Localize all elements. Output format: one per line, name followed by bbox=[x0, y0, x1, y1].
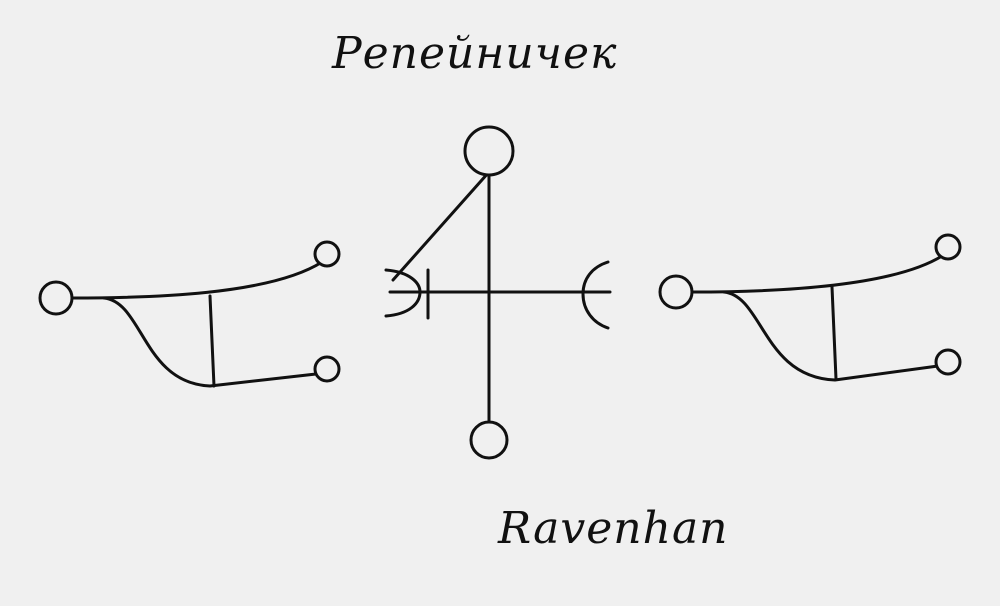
right-rune-crossbar bbox=[830, 285, 838, 381]
right-rune-upper-curve bbox=[690, 254, 944, 294]
left-rune-lower-circle bbox=[313, 355, 341, 383]
right-rune-upper-circle bbox=[934, 233, 962, 261]
right-rune-origin-circle bbox=[658, 274, 694, 310]
central-diagonal-line bbox=[391, 170, 491, 282]
right-crescent-mark bbox=[581, 260, 610, 330]
bottom-caption: Ravenhan bbox=[498, 503, 729, 554]
right-rune-lower-circle bbox=[934, 348, 962, 376]
left-rune-upper-curve bbox=[70, 260, 324, 300]
left-rune-lower-curve bbox=[102, 296, 318, 388]
central-top-circle bbox=[463, 125, 515, 177]
central-bottom-circle bbox=[469, 420, 509, 460]
left-rune-upper-circle bbox=[313, 240, 341, 268]
left-rune-origin-circle bbox=[38, 280, 74, 316]
left-rune-crossbar bbox=[208, 294, 216, 388]
right-rune-lower-curve bbox=[722, 290, 940, 382]
top-caption: Репейничек bbox=[332, 28, 618, 79]
left-crescent-mark bbox=[384, 268, 422, 318]
right-rune-figure bbox=[658, 233, 962, 382]
left-rune-figure bbox=[38, 240, 341, 388]
central-cross-figure bbox=[384, 125, 612, 460]
